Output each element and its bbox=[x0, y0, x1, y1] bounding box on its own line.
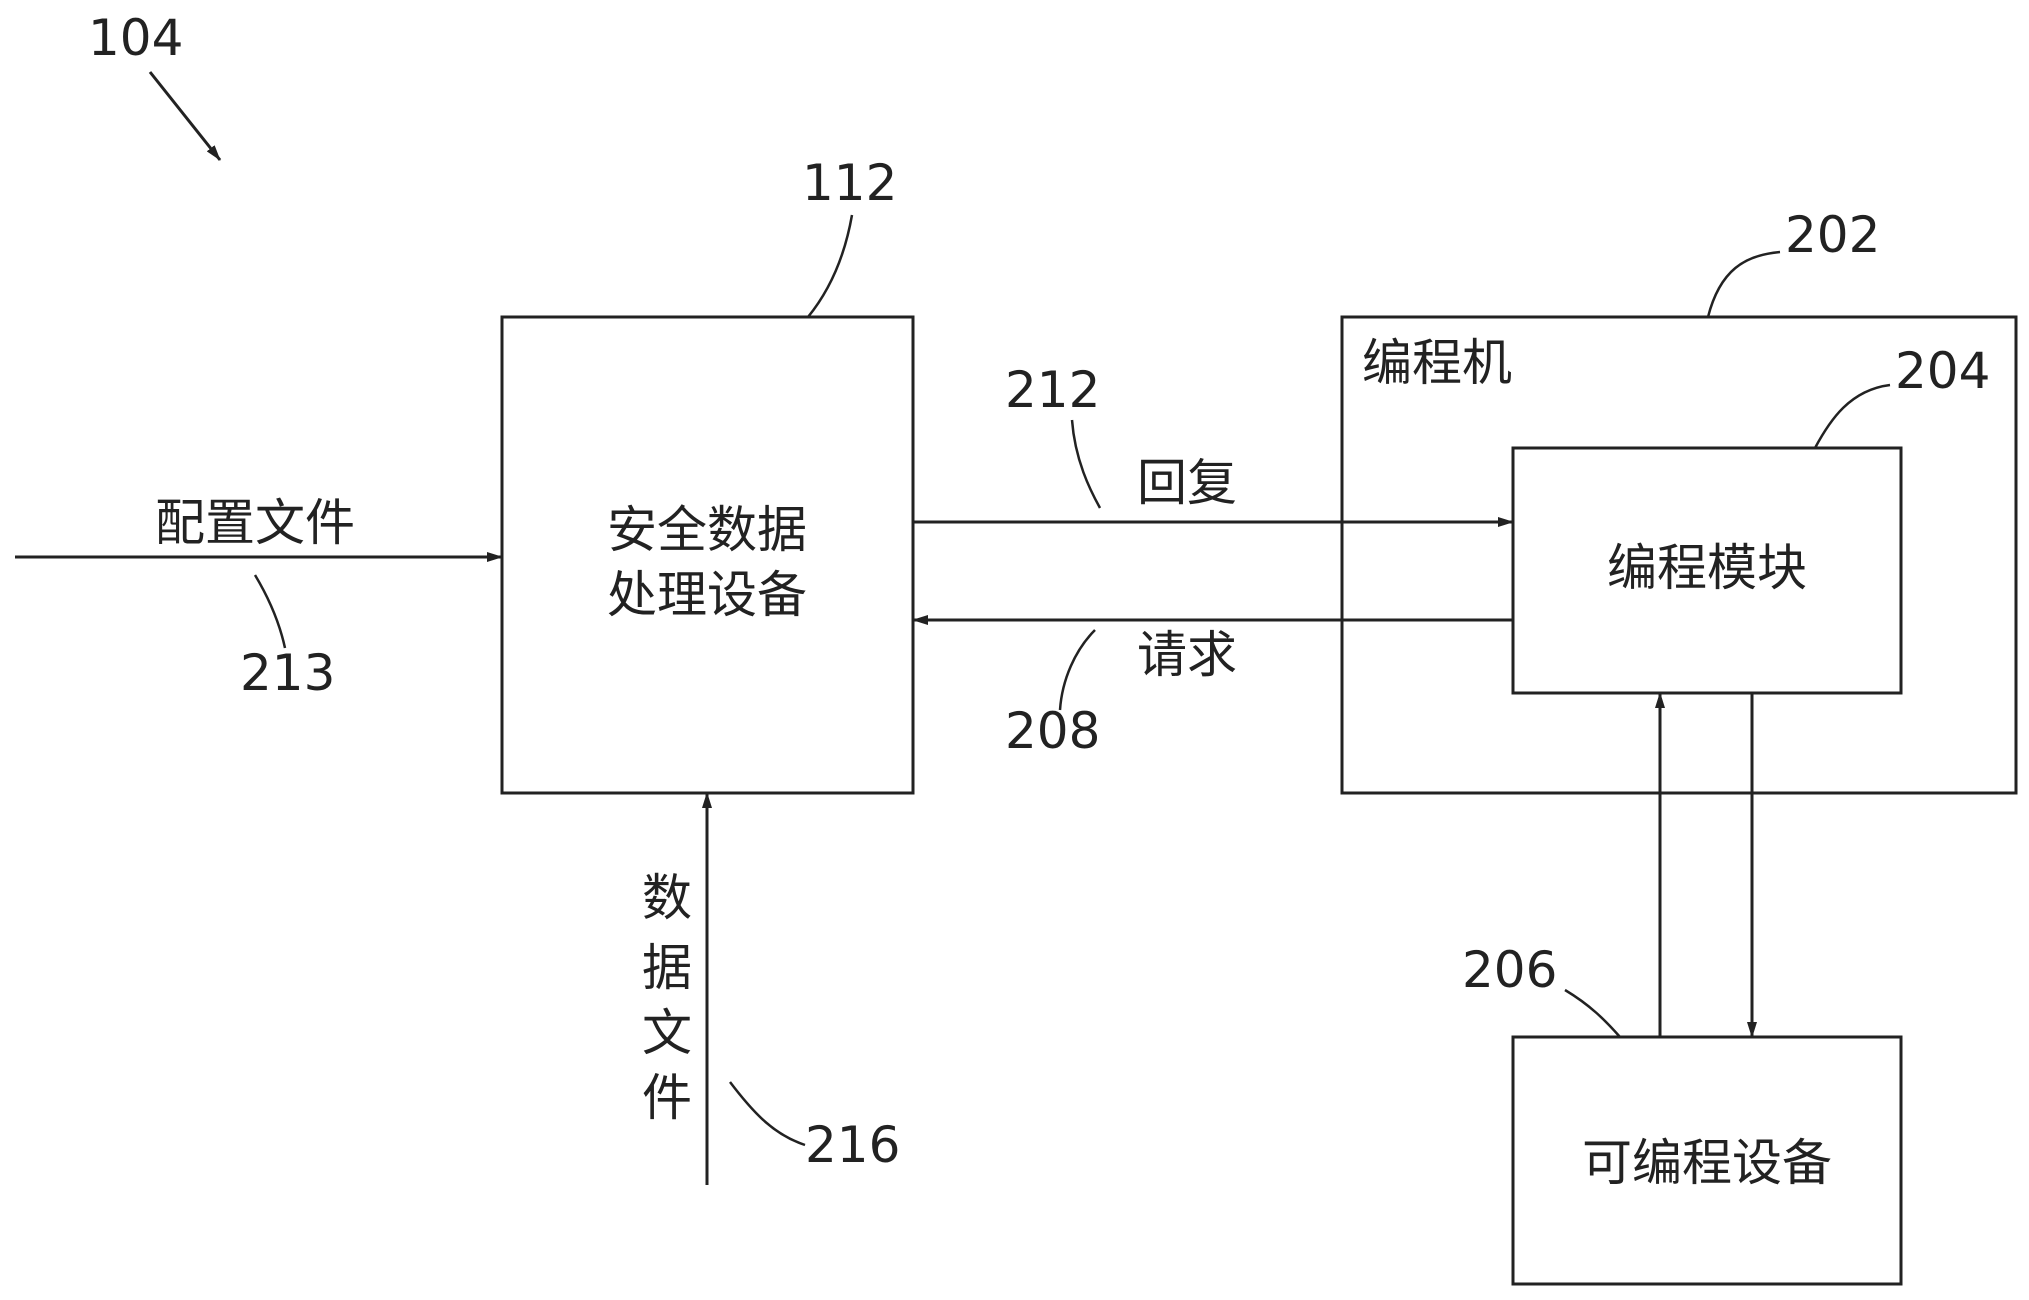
request-label: 请求 bbox=[1137, 626, 1237, 684]
ref-212: 212 bbox=[1005, 361, 1100, 419]
programmer-box bbox=[1340, 315, 2018, 795]
ref-216: 216 bbox=[805, 1116, 900, 1174]
data-file-char-3: 文 bbox=[642, 1004, 692, 1062]
leader-208 bbox=[1058, 629, 1096, 711]
secure-device-label-line1: 安全数据 bbox=[607, 501, 807, 559]
leader-213 bbox=[253, 574, 287, 649]
programmer-label: 编程机 bbox=[1362, 334, 1512, 392]
leader-204 bbox=[1813, 383, 1891, 449]
ref-208: 208 bbox=[1005, 702, 1100, 760]
leader-212 bbox=[1070, 419, 1102, 509]
programmable-device-box bbox=[1511, 1035, 1903, 1286]
secure-device-label-line2: 处理设备 bbox=[607, 566, 807, 624]
programming-module-label: 编程模块 bbox=[1607, 539, 1807, 597]
leader-206 bbox=[1564, 988, 1621, 1038]
ref-112: 112 bbox=[802, 154, 897, 212]
data-file-char-4: 件 bbox=[642, 1069, 692, 1127]
ref-104-arrow bbox=[148, 71, 222, 161]
ref-202: 202 bbox=[1785, 206, 1880, 264]
leader-216 bbox=[729, 1081, 806, 1147]
programmable-device-label: 可编程设备 bbox=[1582, 1134, 1832, 1192]
ref-204: 204 bbox=[1895, 342, 1990, 400]
data-file-char-2: 据 bbox=[642, 939, 692, 997]
programming-module-box bbox=[1511, 446, 1903, 695]
ref-104: 104 bbox=[88, 9, 183, 67]
ref-206: 206 bbox=[1462, 941, 1557, 999]
data-file-char-1: 数 bbox=[642, 869, 692, 927]
reply-label: 回复 bbox=[1137, 454, 1237, 512]
config-file-label: 配置文件 bbox=[155, 494, 355, 552]
ref-213: 213 bbox=[240, 644, 335, 702]
leader-112 bbox=[807, 214, 854, 318]
leader-202 bbox=[1706, 250, 1781, 318]
